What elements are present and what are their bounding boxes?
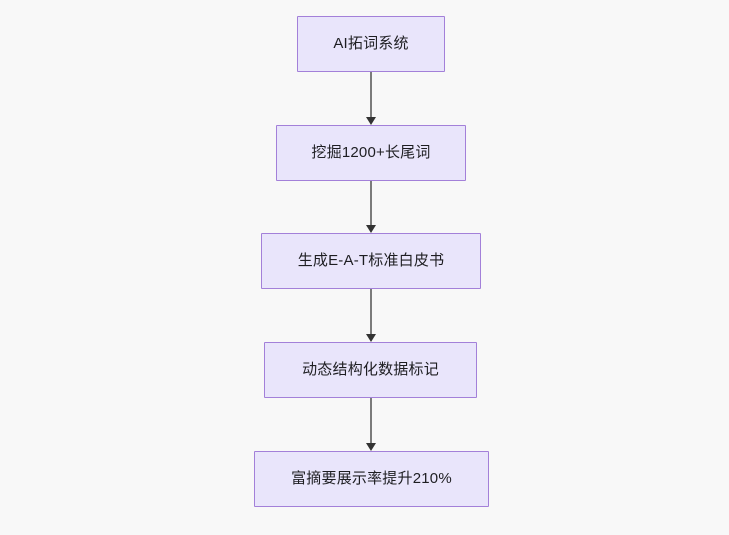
connector-line: [370, 72, 372, 118]
connector-line: [370, 289, 372, 335]
flowchart-node[interactable]: 动态结构化数据标记: [264, 342, 477, 398]
connector-line: [370, 398, 372, 444]
flowchart-node-label: 富摘要展示率提升210%: [291, 470, 452, 487]
flowchart-node[interactable]: 富摘要展示率提升210%: [254, 451, 489, 507]
flowchart-node-label: 生成E-A-T标准白皮书: [297, 252, 445, 269]
arrowhead-icon: [366, 117, 376, 125]
flowchart-node[interactable]: AI拓词系统: [297, 16, 445, 72]
connector-n1-n2: [366, 72, 376, 125]
connector-n3-n4: [366, 289, 376, 342]
connector-line: [370, 181, 372, 226]
arrowhead-icon: [366, 334, 376, 342]
flowchart-node[interactable]: 挖掘1200+长尾词: [276, 125, 466, 181]
connector-n4-n5: [366, 398, 376, 451]
flowchart-node-label: AI拓词系统: [333, 35, 409, 52]
flowchart-node-label: 动态结构化数据标记: [302, 361, 439, 378]
arrowhead-icon: [366, 443, 376, 451]
flowchart-node[interactable]: 生成E-A-T标准白皮书: [261, 233, 481, 289]
flowchart-node-label: 挖掘1200+长尾词: [311, 144, 431, 161]
connector-n2-n3: [366, 181, 376, 233]
arrowhead-icon: [366, 225, 376, 233]
